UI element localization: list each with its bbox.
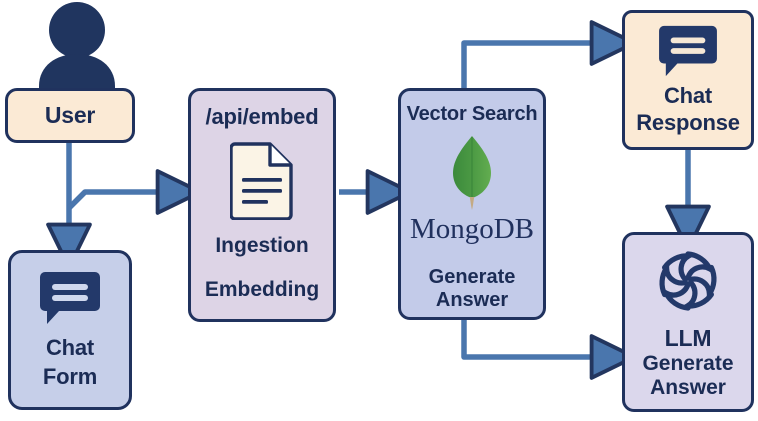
node-vector-search-sub1: Generate <box>428 266 516 289</box>
node-llm-sub2: Answer <box>650 375 726 399</box>
node-api-embed[interactable]: /api/embed Ingestion Embedding <box>188 88 336 322</box>
document-icon <box>230 141 293 220</box>
mongodb-leaf-icon <box>453 136 491 211</box>
node-chat-form-line1: Chat <box>45 335 95 361</box>
node-chat-response-line1: Chat <box>663 83 713 109</box>
openai-swirl-icon <box>659 251 717 311</box>
node-vector-search[interactable]: Vector Search MongoDB Generate Answer <box>398 88 546 320</box>
speech-bubble-icon <box>659 26 717 77</box>
edge-vector-to-chat-response <box>461 20 637 88</box>
edge-vector-to-llm <box>461 320 637 380</box>
speech-bubble-icon <box>40 272 100 325</box>
node-vector-search-brand: MongoDB <box>409 213 535 246</box>
node-vector-search-title: Vector Search <box>406 103 538 125</box>
node-api-embed-sub1: Ingestion <box>215 233 309 257</box>
node-chat-response[interactable]: Chat Response <box>622 10 754 150</box>
node-vector-search-sub2: Answer <box>435 289 509 312</box>
node-api-embed-sub2: Embedding <box>204 277 320 301</box>
node-chat-form[interactable]: Chat Form <box>8 250 132 410</box>
node-user[interactable]: User <box>5 88 135 143</box>
node-llm[interactable]: LLM Generate Answer <box>622 232 754 412</box>
edge-user-to-api-embed <box>67 169 203 215</box>
node-llm-title: LLM <box>664 325 712 352</box>
person-icon <box>39 2 115 92</box>
node-chat-response-line2: Response <box>636 110 740 135</box>
node-chat-form-line2: Form <box>42 364 98 389</box>
node-api-embed-title: /api/embed <box>205 104 319 129</box>
node-llm-sub1: Generate <box>642 351 734 375</box>
node-user-label: User <box>44 101 96 128</box>
